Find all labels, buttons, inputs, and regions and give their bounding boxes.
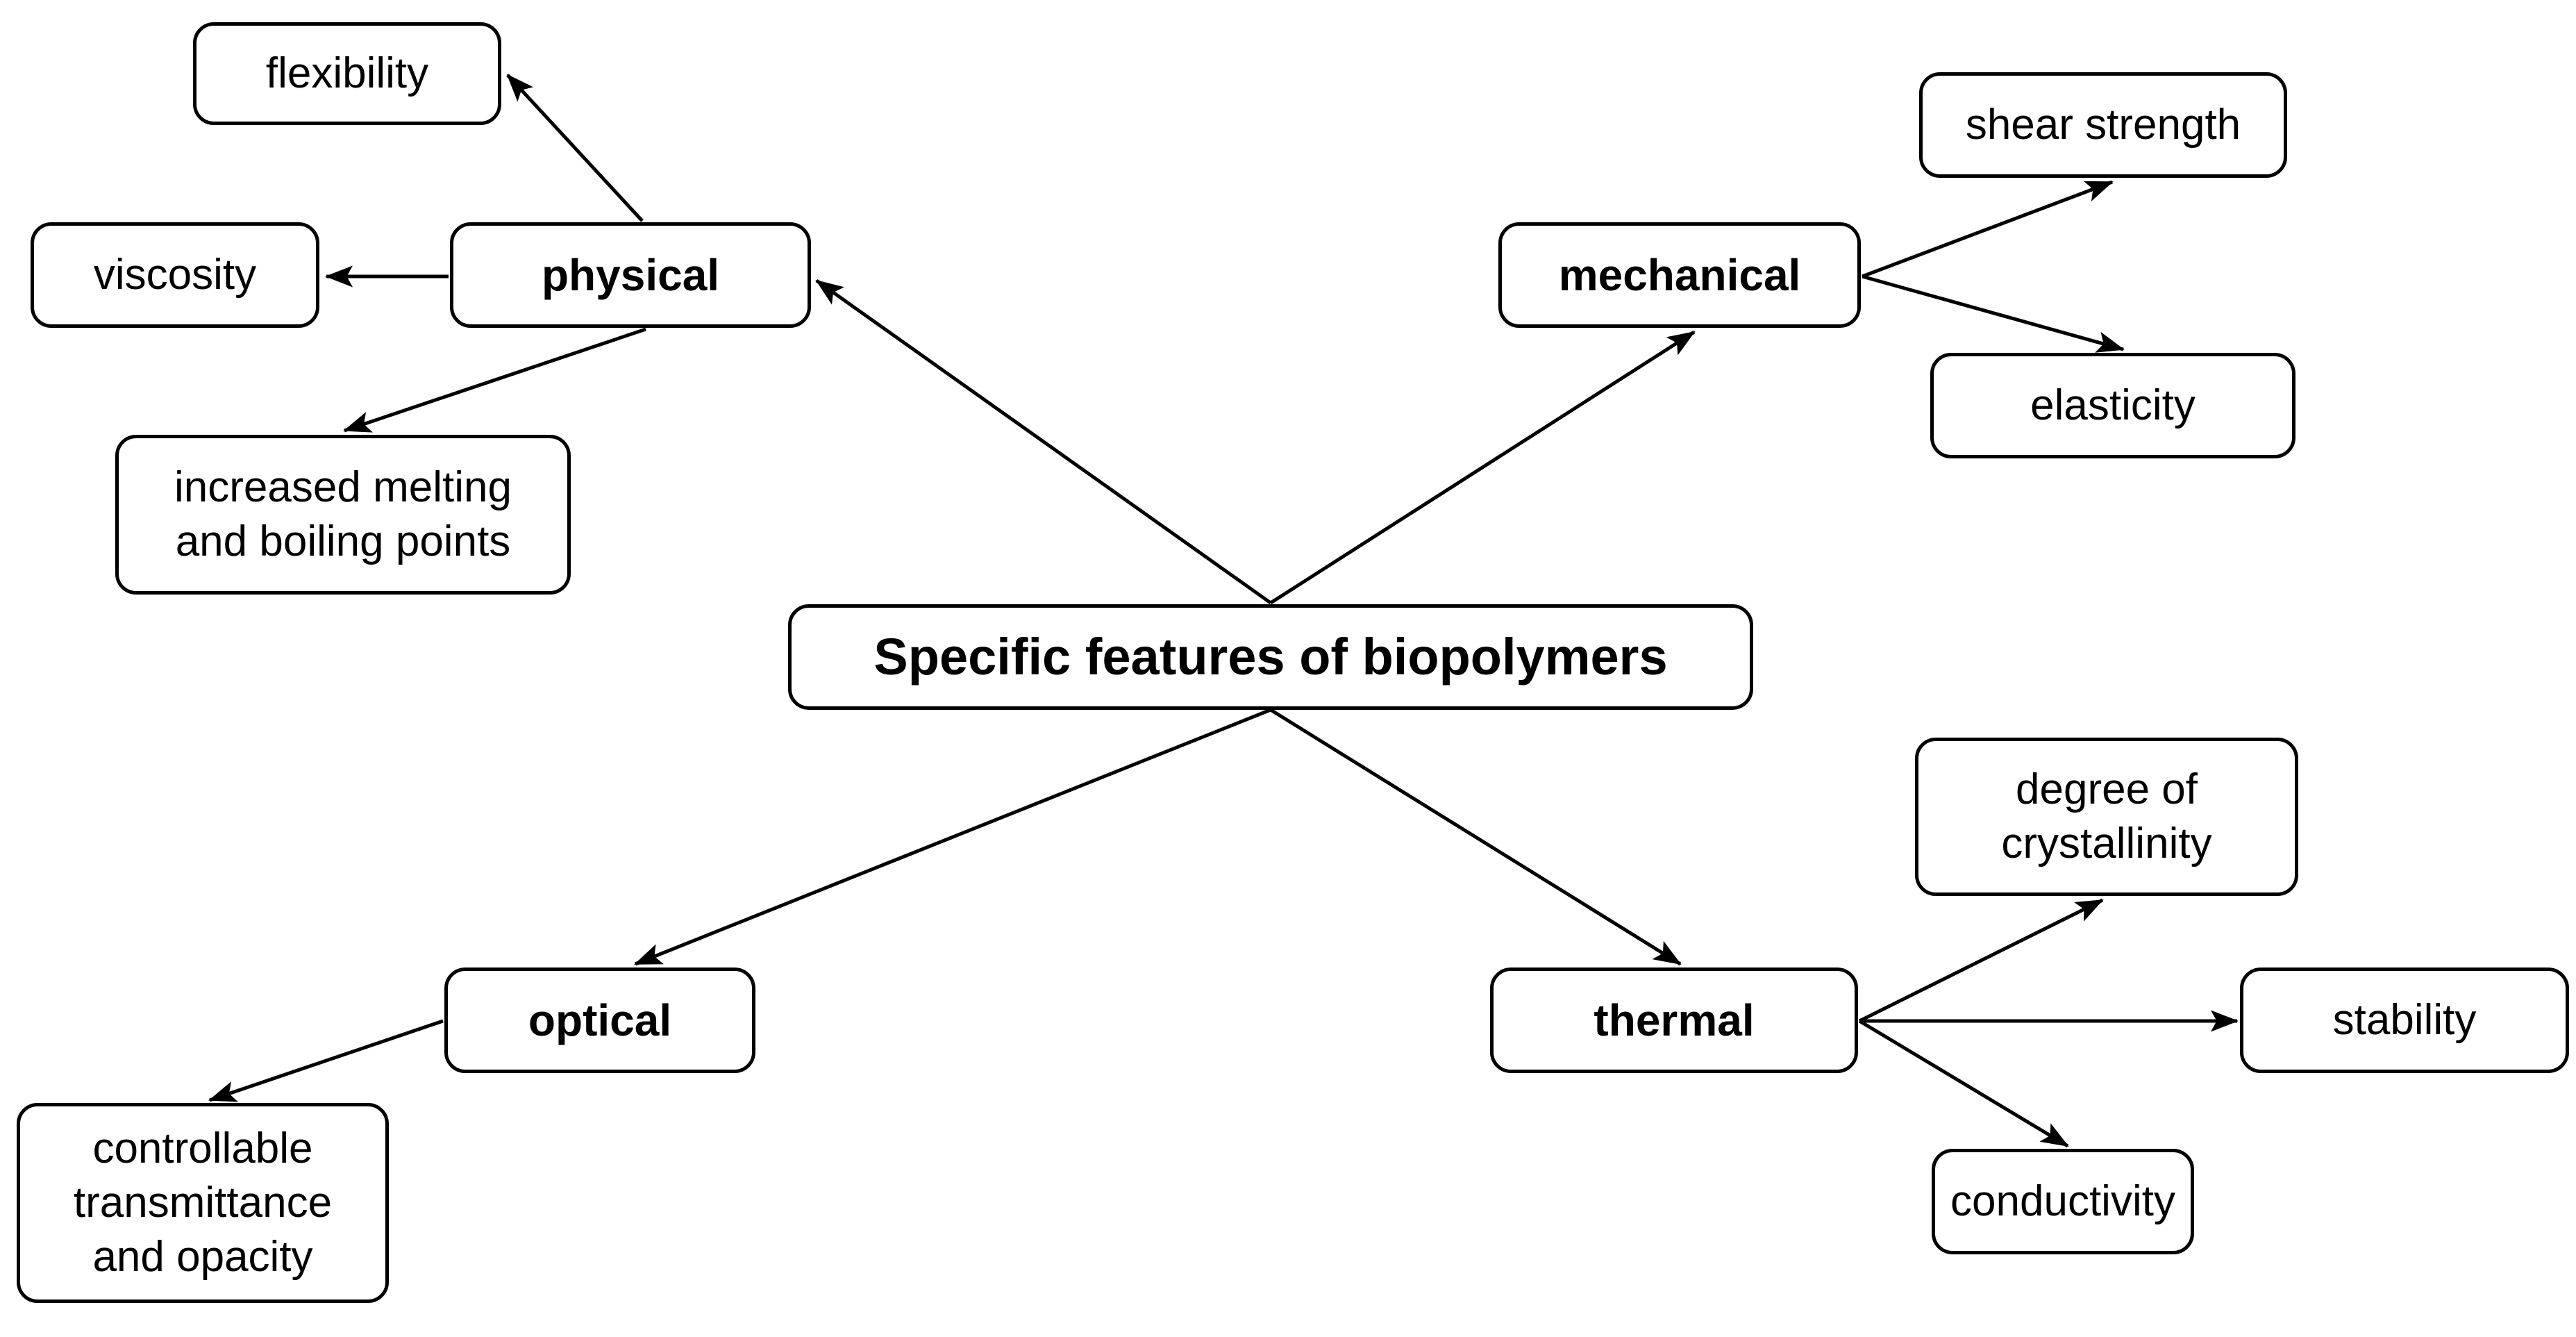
node-shear-strength[interactable]: shear strength	[1919, 72, 2287, 178]
node-mechanical[interactable]: mechanical	[1498, 222, 1861, 328]
edge-mechanical-to-shear-strength	[1862, 180, 2114, 279]
node-shear-strength-label: shear strength	[1965, 100, 2241, 149]
node-melting-boiling-label: increased melting and boiling points	[174, 463, 512, 565]
node-melting-boiling[interactable]: increased melting and boiling points	[115, 435, 571, 595]
node-conductivity-label: conductivity	[1950, 1177, 2175, 1225]
edge-root-to-mechanical	[1269, 330, 1696, 605]
node-transmittance-opacity-label: controllable transmittance and opacity	[73, 1124, 333, 1281]
node-root-label: Specific features of biopolymers	[873, 628, 1668, 686]
edge-physical-to-melting-boiling	[343, 327, 646, 433]
edge-root-to-physical	[815, 279, 1272, 605]
node-flexibility-label: flexibility	[265, 49, 429, 97]
node-root[interactable]: Specific features of biopolymers	[788, 604, 1753, 710]
node-optical-label: optical	[528, 995, 672, 1045]
node-thermal-label: thermal	[1594, 995, 1755, 1045]
edge-thermal-to-conductivity	[1858, 1019, 2069, 1148]
node-elasticity[interactable]: elasticity	[1930, 353, 2295, 458]
node-viscosity[interactable]: viscosity	[31, 222, 319, 328]
node-optical[interactable]: optical	[444, 968, 755, 1073]
node-conductivity[interactable]: conductivity	[1932, 1149, 2194, 1254]
edge-optical-to-transmittance-opacity	[208, 1019, 444, 1102]
edge-mechanical-to-elasticity	[1862, 274, 2125, 353]
node-physical-label: physical	[541, 249, 720, 300]
node-physical[interactable]: physical	[450, 222, 811, 328]
node-degree-crystallinity-label: degree of crystallinity	[2001, 765, 2212, 867]
node-viscosity-label: viscosity	[93, 250, 257, 299]
edge-physical-to-flexibility	[506, 74, 644, 222]
edge-root-to-optical	[634, 708, 1271, 966]
node-thermal[interactable]: thermal	[1490, 968, 1858, 1073]
node-degree-crystallinity[interactable]: degree of crystallinity	[1915, 738, 2298, 896]
node-stability-label: stability	[2332, 995, 2477, 1044]
edge-root-to-thermal	[1269, 708, 1682, 966]
node-flexibility[interactable]: flexibility	[193, 22, 501, 125]
node-transmittance-opacity[interactable]: controllable transmittance and opacity	[17, 1103, 389, 1303]
node-stability[interactable]: stability	[2240, 968, 2569, 1073]
node-mechanical-label: mechanical	[1558, 249, 1801, 300]
node-elasticity-label: elasticity	[2030, 381, 2196, 429]
edge-thermal-to-degree-crystallinity	[1858, 898, 2104, 1023]
